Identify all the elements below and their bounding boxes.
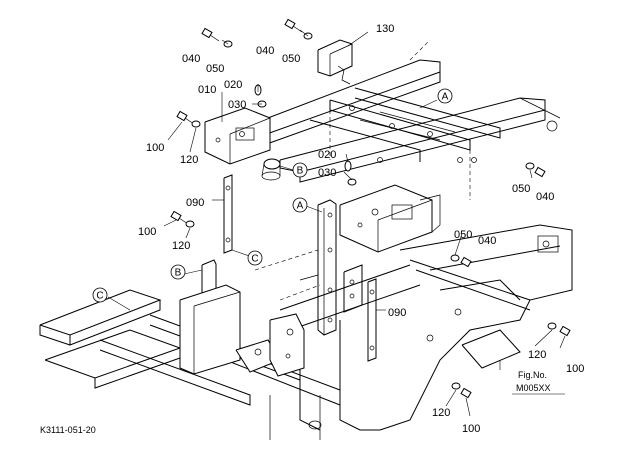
label-120-mid: 120 — [172, 240, 190, 252]
label-100-br: 100 — [566, 363, 584, 375]
plate-090-right — [343, 264, 377, 362]
svg-text:B: B — [175, 268, 182, 279]
part-labels: 040 050 040 050 130 020 010 030 100 120 … — [138, 23, 584, 435]
label-040-top: 040 — [182, 53, 200, 65]
bolt-040-right — [534, 166, 546, 178]
bracket-130 — [317, 39, 353, 85]
bolt-100-bottom — [460, 387, 472, 399]
bolt-100-left — [176, 110, 195, 125]
bracket-center — [339, 184, 441, 253]
bolt-100-br — [559, 325, 571, 337]
bolt-040-top — [201, 27, 220, 42]
label-040-center: 040 — [478, 235, 496, 247]
label-120-bottom: 120 — [432, 407, 450, 419]
label-050-top-2: 050 — [282, 53, 300, 65]
callout-b-lower: B — [170, 264, 186, 280]
label-030-a: 030 — [228, 99, 246, 111]
label-050-center: 050 — [454, 229, 472, 241]
label-120-br: 120 — [528, 349, 546, 361]
label-050-top: 050 — [206, 63, 224, 75]
vertical-bracket-mid — [317, 199, 337, 336]
label-050-right: 050 — [512, 183, 530, 195]
callout-a-top: A — [437, 88, 453, 104]
lower-chassis — [39, 224, 573, 440]
label-100-mid: 100 — [138, 226, 156, 238]
svg-text:C: C — [96, 291, 103, 302]
callout-c-upper: C — [247, 250, 263, 266]
callouts: A B A C B C — [92, 88, 453, 303]
callout-c-lower: C — [92, 287, 108, 303]
label-040-right: 040 — [536, 191, 554, 203]
washer-120-br — [547, 322, 557, 330]
bolt-040-center — [460, 256, 472, 268]
label-020-a: 020 — [224, 79, 242, 91]
label-100-bottom: 100 — [462, 423, 480, 435]
plate-090-left — [223, 174, 233, 254]
label-090-a: 090 — [186, 197, 204, 209]
label-100-left: 100 — [146, 142, 164, 154]
bolt-100-mid — [170, 210, 189, 225]
washer-120-bottom — [451, 382, 461, 390]
label-120-left: 120 — [180, 154, 198, 166]
label-090-b: 090 — [388, 307, 406, 319]
svg-text:C: C — [251, 254, 258, 265]
drawing-code: K3111-051-20 — [40, 425, 96, 435]
bolt-020-center — [344, 160, 352, 172]
label-010: 010 — [198, 84, 216, 96]
fig-number: M005XX — [516, 383, 551, 393]
svg-text:A: A — [297, 201, 304, 212]
label-020-b: 020 — [318, 149, 336, 161]
callout-b-upper: B — [292, 162, 308, 178]
fig-label: Fig.No. — [518, 370, 547, 380]
washer-050-center — [450, 254, 460, 262]
washer-030-center — [347, 178, 357, 186]
callout-a-mid: A — [292, 197, 308, 213]
washer-120-left — [191, 120, 201, 128]
figure-number: Fig.No. M005XX — [512, 370, 565, 395]
bracket-010 — [204, 107, 281, 181]
label-130: 130 — [376, 23, 394, 35]
svg-text:B: B — [297, 166, 304, 177]
label-040-top-2: 040 — [256, 45, 274, 57]
washer-050-right — [525, 162, 535, 170]
svg-text:A: A — [442, 92, 449, 103]
bolt-040-top-2 — [284, 18, 303, 33]
label-030-b: 030 — [318, 167, 336, 179]
washer-120-mid — [185, 220, 195, 228]
